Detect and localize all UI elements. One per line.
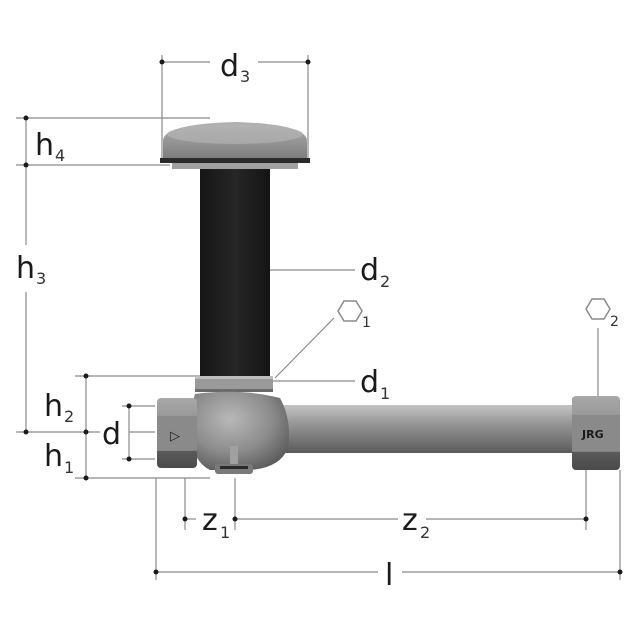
label-d1: d bbox=[360, 365, 379, 400]
brand-mark: JRG bbox=[581, 428, 604, 441]
label-h4-sub: 4 bbox=[55, 146, 65, 165]
horizontal-pipe bbox=[270, 405, 580, 453]
dimension-labels: d 3 h 4 h 3 d 2 d 1 h 2 h 1 d z 1 z 2 l bbox=[16, 49, 430, 593]
label-d2: d bbox=[360, 253, 379, 288]
label-d3-sub: 3 bbox=[240, 67, 250, 86]
left-hex-nut: ▷ bbox=[157, 398, 197, 468]
hex-wrench-icon-1 bbox=[337, 300, 363, 322]
right-hex-nut: JRG bbox=[572, 396, 620, 470]
label-h2-sub: 2 bbox=[64, 407, 74, 426]
hex-wrench-2-sub: 2 bbox=[610, 314, 619, 330]
insulation-tube bbox=[200, 169, 270, 376]
label-h2: h bbox=[44, 389, 63, 424]
hex-wrench-icon-2 bbox=[585, 298, 611, 320]
label-z2: z bbox=[402, 503, 418, 538]
hex-wrench-1-sub: 1 bbox=[362, 315, 371, 331]
label-d1-sub: 1 bbox=[380, 384, 390, 403]
label-z1-sub: 1 bbox=[220, 523, 230, 542]
label-z2-sub: 2 bbox=[420, 523, 430, 542]
label-h1-sub: 1 bbox=[64, 458, 74, 477]
collar bbox=[195, 376, 273, 392]
label-d: d bbox=[102, 417, 121, 452]
label-h4: h bbox=[35, 128, 54, 163]
label-h3-sub: 3 bbox=[36, 269, 46, 288]
label-d2-sub: 2 bbox=[380, 272, 390, 291]
dimension-dots bbox=[23, 59, 623, 575]
drain-plug bbox=[215, 446, 253, 474]
label-h1: h bbox=[44, 439, 63, 474]
label-h3: h bbox=[16, 251, 35, 286]
fitting-drawing: ▷ JRG bbox=[157, 122, 620, 474]
dimension-lines bbox=[16, 55, 621, 580]
inlet-arrow-icon: ▷ bbox=[170, 429, 180, 444]
label-z1: z bbox=[202, 503, 218, 538]
cap bbox=[160, 122, 310, 169]
label-d3: d bbox=[220, 49, 239, 84]
label-l: l bbox=[385, 558, 393, 593]
valve-body bbox=[191, 391, 289, 470]
